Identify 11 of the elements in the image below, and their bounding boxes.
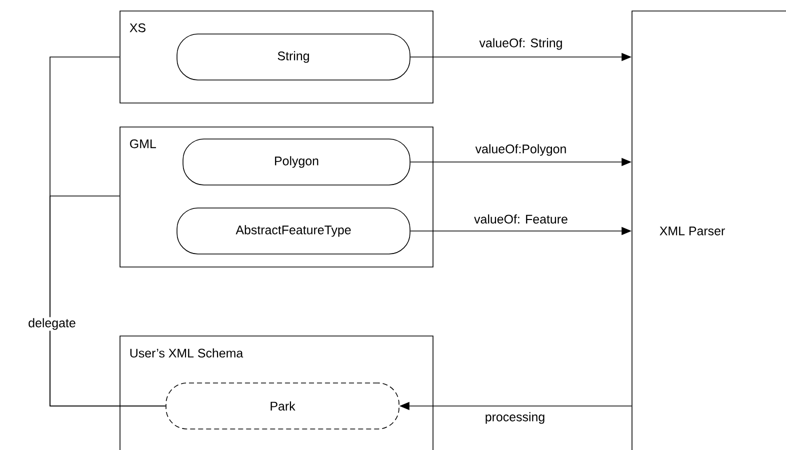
class-capsule: String xyxy=(176,34,410,80)
class-capsule: Park xyxy=(166,382,400,430)
edge-label: valueOf: Feature xyxy=(473,213,569,225)
parser-box: XML Parser xyxy=(632,10,786,450)
class-capsule: AbstractFeatureType xyxy=(176,208,410,254)
edge-label: processing xyxy=(484,411,546,425)
edge-label: valueOf: String xyxy=(478,37,564,51)
class-capsule: Polygon xyxy=(182,138,410,186)
edge-label: valueOf:Polygon xyxy=(474,143,568,157)
edge-label: delegate xyxy=(27,317,77,331)
connector xyxy=(50,196,166,406)
